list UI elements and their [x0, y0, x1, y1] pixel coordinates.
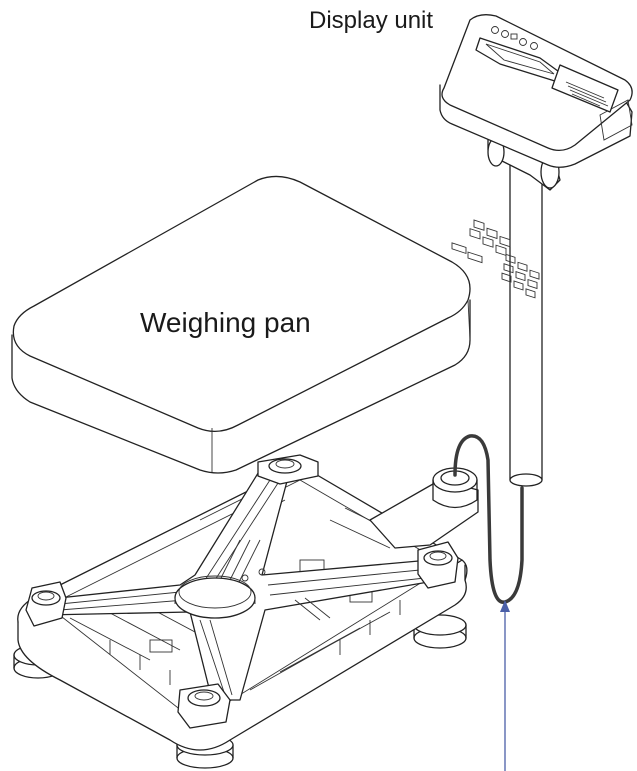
corner-mount-front: [177, 683, 231, 729]
load-cell-bracket: [39, 469, 441, 701]
printer-slot: [551, 64, 619, 113]
keypad: [451, 219, 540, 299]
column: [509, 151, 543, 487]
cable: [453, 434, 524, 604]
status-icons: [491, 26, 538, 50]
base-frame: [13, 454, 479, 769]
cable-pointer-arrow: [500, 600, 510, 771]
corner-mount-left: [25, 581, 67, 627]
weighing-pan: [11, 175, 471, 474]
display-unit: [439, 14, 633, 299]
weighing-pan-label: Weighing pan: [140, 307, 311, 338]
corner-mount-right: [417, 541, 459, 589]
corner-mount-back: [257, 454, 319, 485]
column-mount-arm: [369, 467, 479, 549]
display-unit-label: Display unit: [309, 7, 434, 34]
